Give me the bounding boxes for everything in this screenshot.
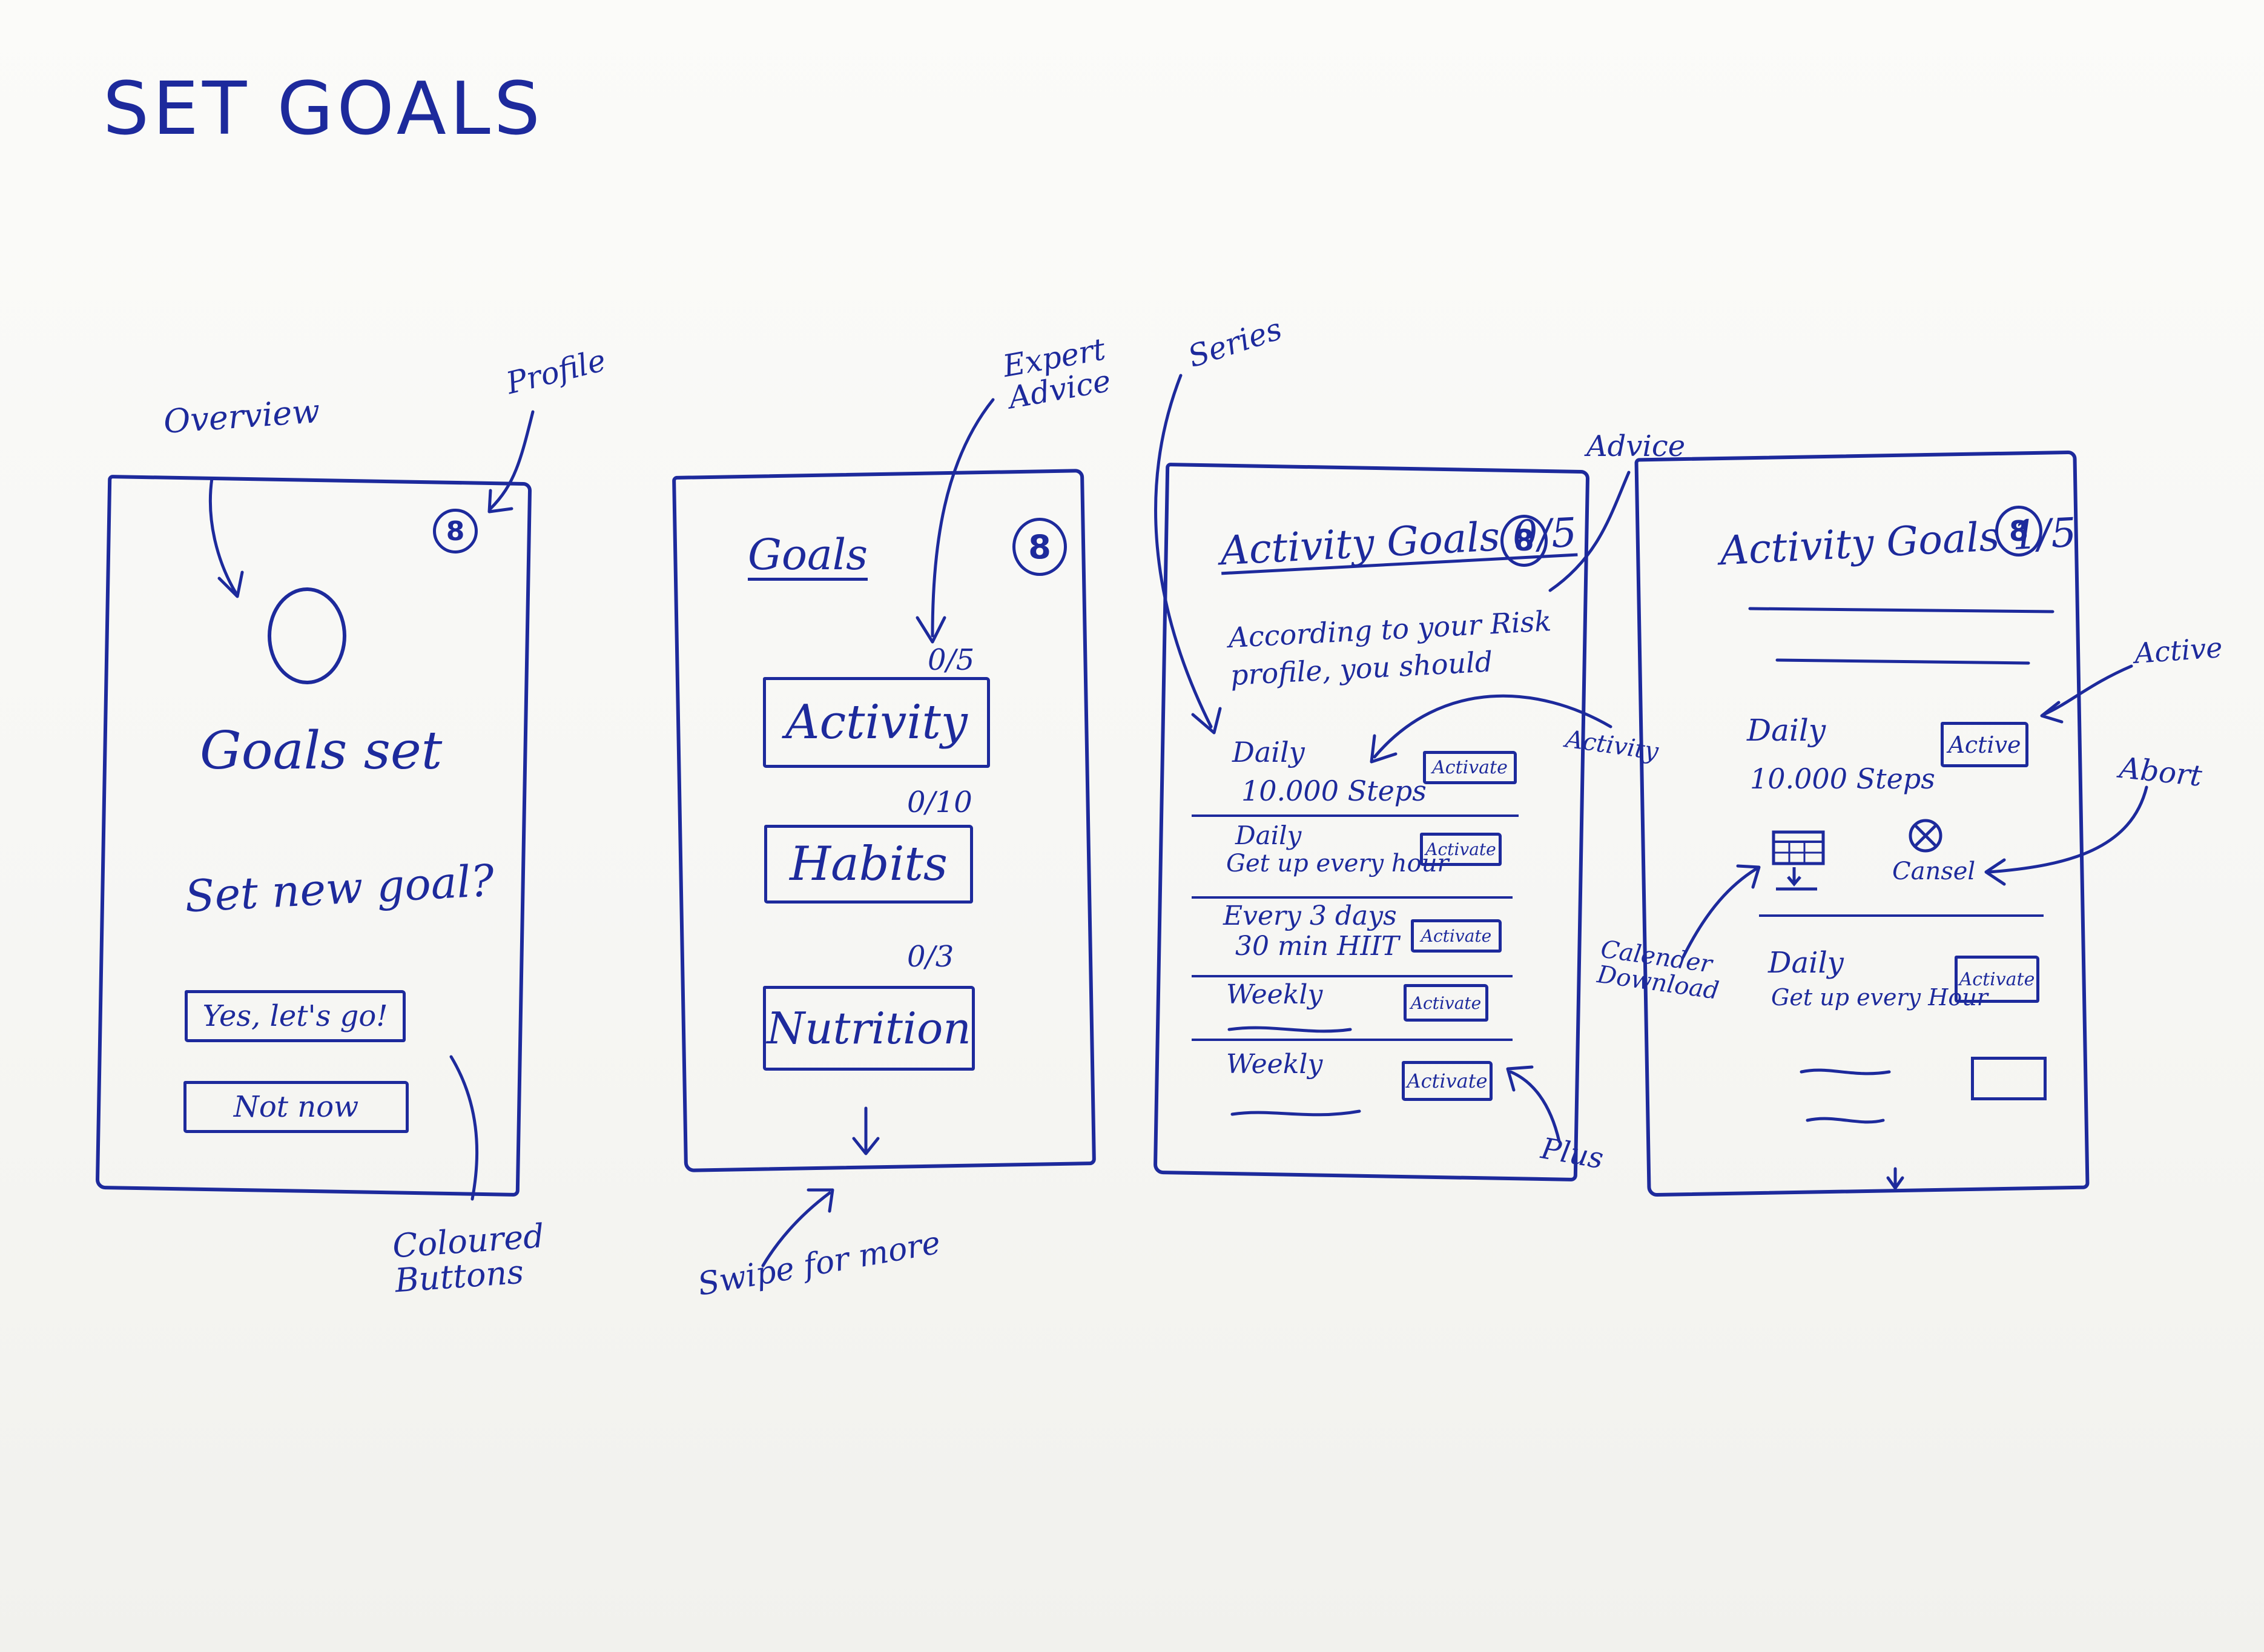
note-active: Active [2133, 630, 2224, 670]
goal-3-desc: 30 min HIIT [1235, 931, 1399, 962]
category-habits-button[interactable]: Habits [764, 825, 973, 904]
note-advice: Advice [1586, 429, 1686, 463]
screen-activity-goals [1153, 462, 1590, 1182]
calendar-download-icon[interactable] [1771, 828, 1829, 895]
goal-5-freq: Weekly [1226, 1049, 1323, 1080]
goal-1-desc: 10.000 Steps [1241, 775, 1427, 807]
row-divider [1192, 1039, 1513, 1041]
user-icon[interactable]: 8 [1500, 515, 1548, 567]
activity-count: 0/5 [928, 643, 975, 677]
note-coloured-buttons: Coloured Buttons [391, 1217, 546, 1300]
active-status-button[interactable]: Active [1941, 722, 2028, 767]
goals-title: Goals [748, 530, 868, 581]
activate-button-1[interactable]: Activate [1423, 751, 1517, 784]
overview-circle [268, 587, 346, 684]
active-goal-freq: Daily [1747, 713, 1826, 748]
goal2-freq: Daily [1768, 946, 1844, 980]
goals-set-text: Goals set [200, 721, 443, 781]
nutrition-count: 0/3 [907, 940, 954, 974]
goal-3-freq: Every 3 days [1223, 900, 1397, 931]
yes-button[interactable]: Yes, let's go! [185, 990, 406, 1042]
category-activity-button[interactable]: Activity [763, 677, 990, 768]
cancel-label[interactable]: Cansel [1892, 857, 1976, 885]
row-divider [1192, 896, 1513, 899]
not-now-button[interactable]: Not now [183, 1081, 409, 1133]
goal-4-freq: Weekly [1226, 979, 1323, 1010]
note-abort: Abort [2117, 751, 2204, 793]
add-goal-box[interactable] [1971, 1057, 2047, 1100]
row-divider [1192, 814, 1519, 817]
activate-button-4[interactable]: Activate [1404, 984, 1488, 1022]
user-icon[interactable]: 8 [1995, 506, 2042, 557]
user-icon[interactable]: 8 [433, 509, 478, 553]
activate-button-3[interactable]: Activate [1411, 919, 1502, 953]
habits-count: 0/10 [907, 785, 972, 819]
activate-button-goal2[interactable]: Activate [1955, 956, 2039, 1003]
page-title: SET GOALS [103, 67, 544, 151]
category-nutrition-button[interactable]: Nutrition [763, 986, 975, 1071]
user-icon[interactable]: 8 [1012, 518, 1067, 576]
goal-1-freq: Daily [1232, 736, 1305, 768]
activate-button-5[interactable]: Activate [1402, 1061, 1493, 1101]
cancel-icon[interactable] [1907, 818, 1944, 854]
goal-2-freq: Daily [1235, 821, 1302, 850]
goal-2-desc: Get up every hour [1226, 850, 1449, 877]
goal2-desc: Get up every Hour [1771, 984, 1988, 1011]
row-divider [1192, 975, 1513, 977]
activate-button-2[interactable]: Activate [1420, 833, 1502, 866]
active-goal-desc: 10.000 Steps [1750, 762, 1935, 795]
row-divider [1759, 914, 2044, 917]
